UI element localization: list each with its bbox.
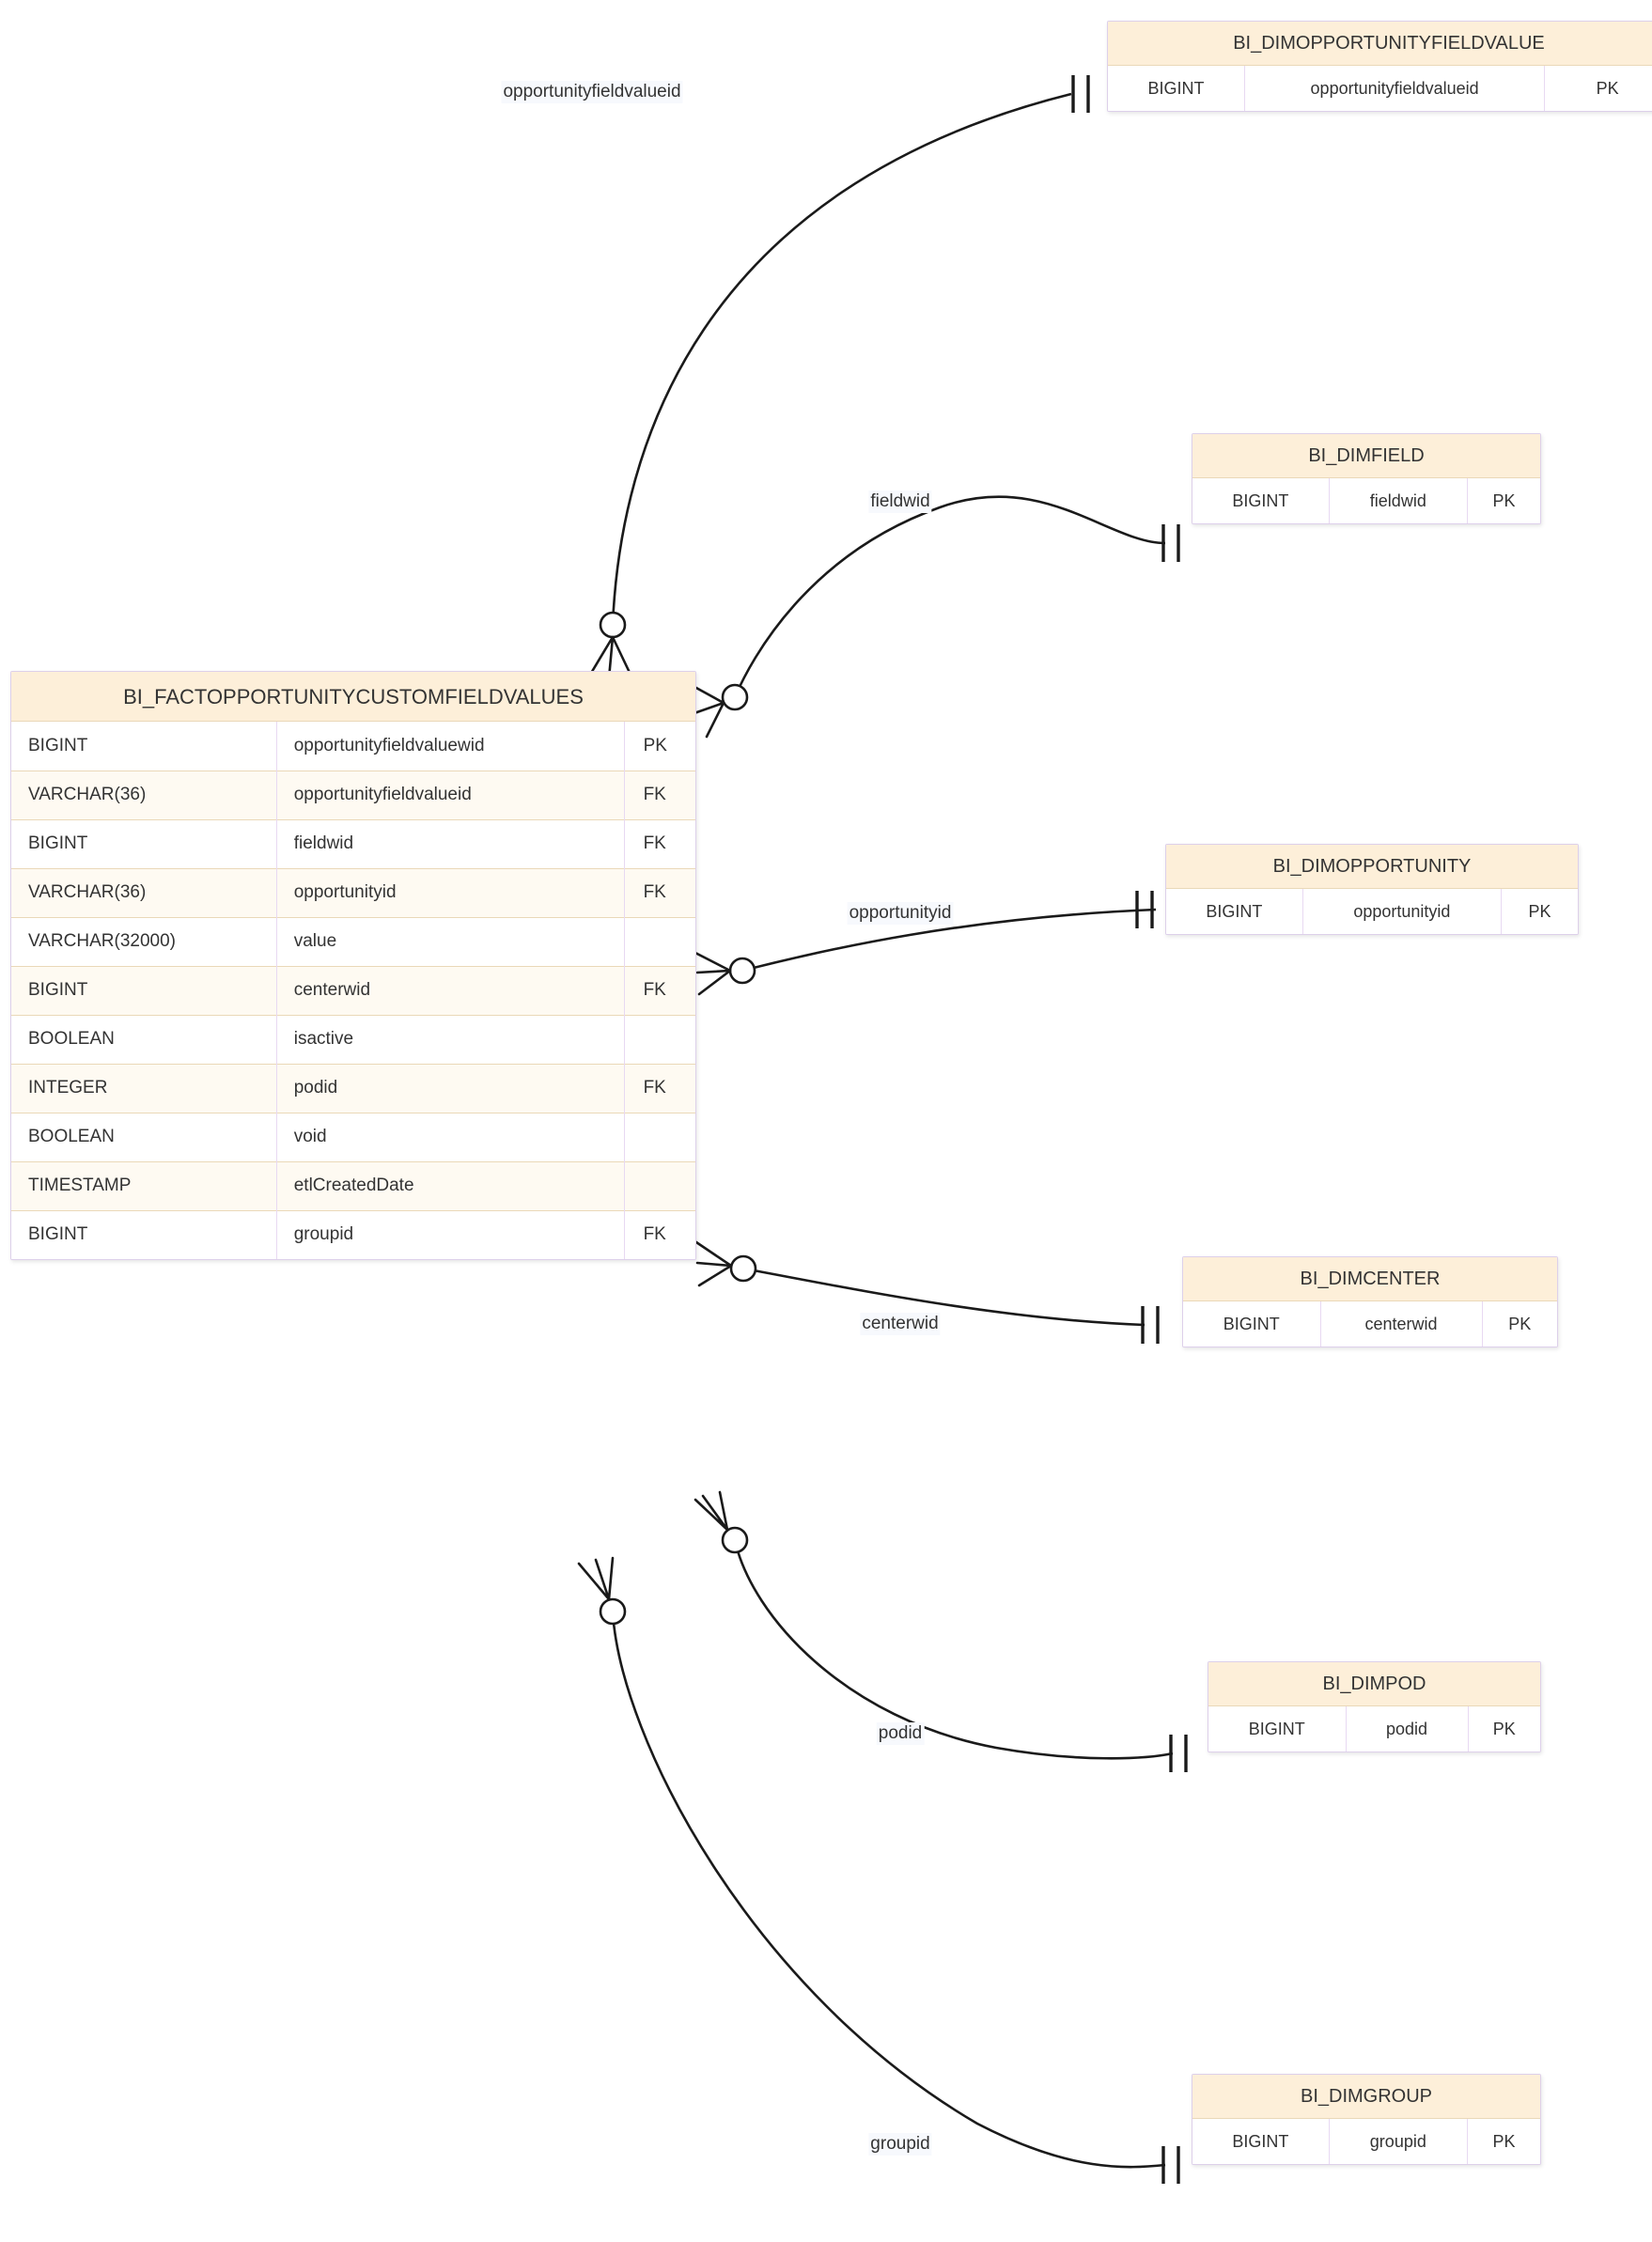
attribute-type: BIGINT	[1183, 1301, 1321, 1347]
relationship-label-fieldwid: fieldwid	[868, 490, 932, 513]
attribute-row[interactable]: VARCHAR(36) opportunityid FK	[11, 867, 695, 917]
entity-title: BI_DIMGROUP	[1192, 2075, 1540, 2119]
attribute-name: podid	[276, 1063, 625, 1113]
entity-bi-dimopportunityfieldvalue[interactable]: BI_DIMOPPORTUNITYFIELDVALUE BIGINT oppor…	[1107, 21, 1652, 112]
attribute-type: BIGINT	[1192, 478, 1330, 523]
attribute-type: BIGINT	[1192, 2119, 1330, 2164]
attribute-name: etlCreatedDate	[276, 1160, 625, 1210]
attribute-row[interactable]: BIGINT centerwid FK	[11, 965, 695, 1015]
attribute-key: PK	[1467, 2119, 1540, 2164]
attribute-type: TIMESTAMP	[11, 1160, 277, 1210]
attribute-type: BIGINT	[11, 965, 277, 1015]
attribute-name: opportunityid	[276, 867, 625, 917]
attribute-list: BIGINT fieldwid PK	[1192, 478, 1540, 523]
attribute-row[interactable]: BIGINT opportunityfieldvalueid PK	[1108, 66, 1652, 111]
attribute-key: PK	[624, 722, 695, 771]
attribute-name: value	[276, 916, 625, 966]
attribute-type: BIGINT	[11, 1209, 277, 1259]
attribute-key: FK	[624, 770, 695, 819]
attribute-type: BIGINT	[11, 818, 277, 868]
relationship-label-opportunityid: opportunityid	[847, 902, 954, 925]
attribute-row[interactable]: VARCHAR(36) opportunityfieldvalueid FK	[11, 770, 695, 819]
entity-title: BI_DIMOPPORTUNITYFIELDVALUE	[1108, 22, 1652, 66]
relationship-podid	[694, 1490, 1188, 1772]
attribute-name: isactive	[276, 1014, 625, 1064]
entity-bi-factopportunitycustomfieldvalues[interactable]: BI_FACTOPPORTUNITYCUSTOMFIELDVALUES BIGI…	[10, 671, 696, 1260]
attribute-key	[624, 916, 695, 966]
attribute-type: VARCHAR(32000)	[11, 916, 277, 966]
attribute-type: VARCHAR(36)	[11, 770, 277, 819]
attribute-name: groupid	[1329, 2119, 1468, 2164]
attribute-row[interactable]: BIGINT opportunityfieldvaluewid PK	[11, 722, 695, 771]
attribute-row[interactable]: VARCHAR(32000) value	[11, 916, 695, 966]
attribute-list: BIGINT opportunityfieldvalueid PK	[1108, 66, 1652, 111]
entity-bi-dimopportunity[interactable]: BI_DIMOPPORTUNITY BIGINT opportunityid P…	[1165, 844, 1579, 935]
attribute-name: podid	[1346, 1706, 1469, 1752]
attribute-key	[624, 1160, 695, 1210]
attribute-row[interactable]: INTEGER podid FK	[11, 1063, 695, 1113]
relationship-groupid	[577, 1556, 1180, 2184]
relationship-opportunityfieldvalueid	[588, 75, 1090, 680]
attribute-type: BIGINT	[1166, 889, 1303, 934]
attribute-name: opportunityfieldvalueid	[276, 770, 625, 819]
attribute-name: groupid	[276, 1209, 625, 1259]
attribute-type: VARCHAR(36)	[11, 867, 277, 917]
attribute-key: PK	[1501, 889, 1578, 934]
attribute-type: BIGINT	[1108, 66, 1246, 111]
attribute-key	[624, 1014, 695, 1064]
entity-title: BI_DIMOPPORTUNITY	[1166, 845, 1578, 889]
entity-title: BI_DIMFIELD	[1192, 434, 1540, 478]
attribute-key: PK	[1468, 1706, 1540, 1752]
attribute-key: PK	[1467, 478, 1540, 523]
attribute-name: fieldwid	[1329, 478, 1468, 523]
relationship-fieldwid	[684, 495, 1180, 739]
attribute-name: opportunityfieldvaluewid	[276, 722, 625, 771]
attribute-name: fieldwid	[276, 818, 625, 868]
attribute-list: BIGINT groupid PK	[1192, 2119, 1540, 2164]
attribute-key	[624, 1112, 695, 1161]
relationship-label-opportunityfieldvalueid: opportunityfieldvalueid	[501, 81, 683, 103]
attribute-row[interactable]: BIGINT groupid FK	[11, 1209, 695, 1259]
relationship-label-podid: podid	[876, 1722, 925, 1745]
attribute-type: BIGINT	[1208, 1706, 1347, 1752]
attribute-key: PK	[1482, 1301, 1557, 1347]
attribute-name: centerwid	[1320, 1301, 1483, 1347]
attribute-list: BIGINT opportunityfieldvaluewid PK VARCH…	[11, 722, 695, 1259]
attribute-name: void	[276, 1112, 625, 1161]
attribute-type: BOOLEAN	[11, 1014, 277, 1064]
entity-title: BI_DIMCENTER	[1183, 1257, 1557, 1301]
attribute-row[interactable]: BIGINT opportunityid PK	[1166, 889, 1578, 934]
entity-title: BI_FACTOPPORTUNITYCUSTOMFIELDVALUES	[11, 672, 695, 722]
relationship-label-centerwid: centerwid	[860, 1313, 941, 1335]
attribute-name: opportunityfieldvalueid	[1244, 66, 1546, 111]
attribute-type: BOOLEAN	[11, 1112, 277, 1161]
entity-bi-dimgroup[interactable]: BI_DIMGROUP BIGINT groupid PK	[1192, 2074, 1541, 2165]
attribute-row[interactable]: BIGINT groupid PK	[1192, 2119, 1540, 2164]
attribute-key: FK	[624, 965, 695, 1015]
attribute-row[interactable]: BOOLEAN isactive	[11, 1014, 695, 1064]
attribute-type: BIGINT	[11, 722, 277, 771]
attribute-row[interactable]: BIGINT podid PK	[1208, 1706, 1540, 1752]
attribute-key: FK	[624, 818, 695, 868]
attribute-type: INTEGER	[11, 1063, 277, 1113]
attribute-row[interactable]: BOOLEAN void	[11, 1112, 695, 1161]
attribute-list: BIGINT podid PK	[1208, 1706, 1540, 1752]
attribute-row[interactable]: BIGINT centerwid PK	[1183, 1301, 1557, 1347]
attribute-list: BIGINT centerwid PK	[1183, 1301, 1557, 1347]
attribute-key: FK	[624, 1209, 695, 1259]
attribute-name: centerwid	[276, 965, 625, 1015]
entity-bi-dimfield[interactable]: BI_DIMFIELD BIGINT fieldwid PK	[1192, 433, 1541, 524]
attribute-row[interactable]: BIGINT fieldwid FK	[11, 818, 695, 868]
entity-bi-dimpod[interactable]: BI_DIMPOD BIGINT podid PK	[1208, 1661, 1541, 1752]
attribute-key: FK	[624, 1063, 695, 1113]
relationship-label-groupid: groupid	[868, 2133, 932, 2156]
attribute-key: FK	[624, 867, 695, 917]
attribute-row[interactable]: BIGINT fieldwid PK	[1192, 478, 1540, 523]
attribute-key: PK	[1544, 66, 1652, 111]
attribute-name: opportunityid	[1302, 889, 1502, 934]
entity-bi-dimcenter[interactable]: BI_DIMCENTER BIGINT centerwid PK	[1182, 1256, 1558, 1347]
attribute-list: BIGINT opportunityid PK	[1166, 889, 1578, 934]
attribute-row[interactable]: TIMESTAMP etlCreatedDate	[11, 1160, 695, 1210]
entity-title: BI_DIMPOD	[1208, 1662, 1540, 1706]
